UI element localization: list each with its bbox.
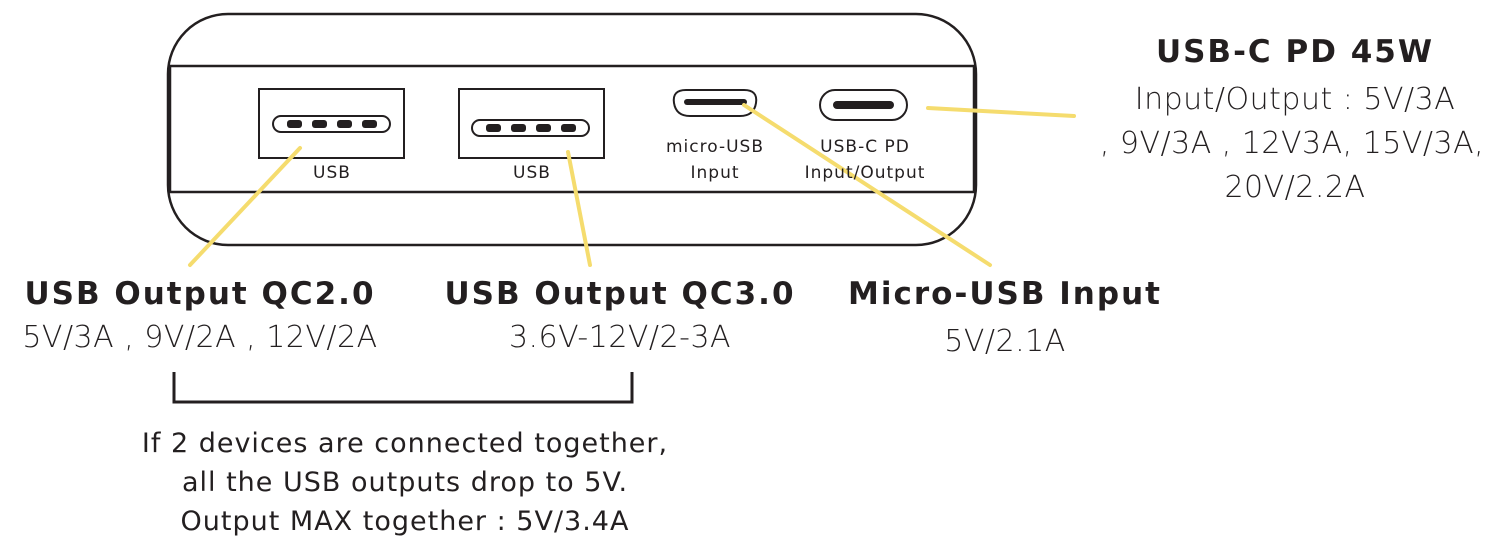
leader-line-micro xyxy=(742,103,992,267)
leader-lines xyxy=(188,103,1076,267)
qc30-callout-spec: 3.6V-12V/2-3A xyxy=(508,320,732,355)
micro-usb-callout-spec: 5V/2.1A xyxy=(944,324,1066,359)
usb-c-callout-spec-line-2: , 9V/3A , 12V3A, 15V/3A, xyxy=(1099,126,1485,161)
usb-c-callout-title: USB-C PD 45W xyxy=(1155,34,1435,70)
usb-c-port-label-line-1: USB-C PD xyxy=(820,137,910,157)
usb-c-callout-spec-line-1: Input/Output : 5V/3A xyxy=(1134,82,1456,117)
leader-line-usbc xyxy=(926,106,1076,118)
micro-usb-callout-title: Micro-USB Input xyxy=(848,276,1162,312)
usb-c-port-slot xyxy=(833,101,894,109)
micro-usb-port-label: micro-USB Input xyxy=(645,134,785,186)
usb-outputs-bracket xyxy=(172,372,634,404)
usb-outputs-note-line-3: Output MAX together : 5V/3.4A xyxy=(180,506,630,537)
qc20-callout-title: USB Output QC2.0 xyxy=(24,276,376,312)
qc30-callout-title: USB Output QC3.0 xyxy=(444,276,796,312)
qc20-callout-spec: 5V/3A , 9V/2A , 12V/2A xyxy=(22,320,378,355)
usb-port-1-pins xyxy=(287,120,377,128)
usb-port-2-label: USB xyxy=(513,163,551,183)
usb-outputs-note-line-1: If 2 devices are connected together, xyxy=(141,428,669,459)
usb-outputs-note-line-2: all the USB outputs drop to 5V. xyxy=(181,467,629,498)
leader-line-qc30 xyxy=(566,150,592,267)
usb-c-callout-spec-line-3: 20V/2.2A xyxy=(1224,170,1366,205)
usb-port-1-label: USB xyxy=(313,163,351,183)
usb-c-port-label-line-2: Input/Output xyxy=(804,163,926,183)
micro-usb-port-slot xyxy=(684,99,747,105)
micro-usb-port-label-line-1: micro-USB xyxy=(666,137,764,157)
usb-c-port-label: USB-C PD Input/Output xyxy=(790,134,940,186)
usb-port-2-slot xyxy=(471,119,590,137)
usb-outputs-note: If 2 devices are connected together, all… xyxy=(100,424,710,541)
micro-usb-port-label-line-2: Input xyxy=(690,163,740,183)
usb-port-1-slot xyxy=(272,115,391,133)
usb-port-2-pins xyxy=(486,124,576,132)
leader-line-qc20 xyxy=(188,146,302,267)
